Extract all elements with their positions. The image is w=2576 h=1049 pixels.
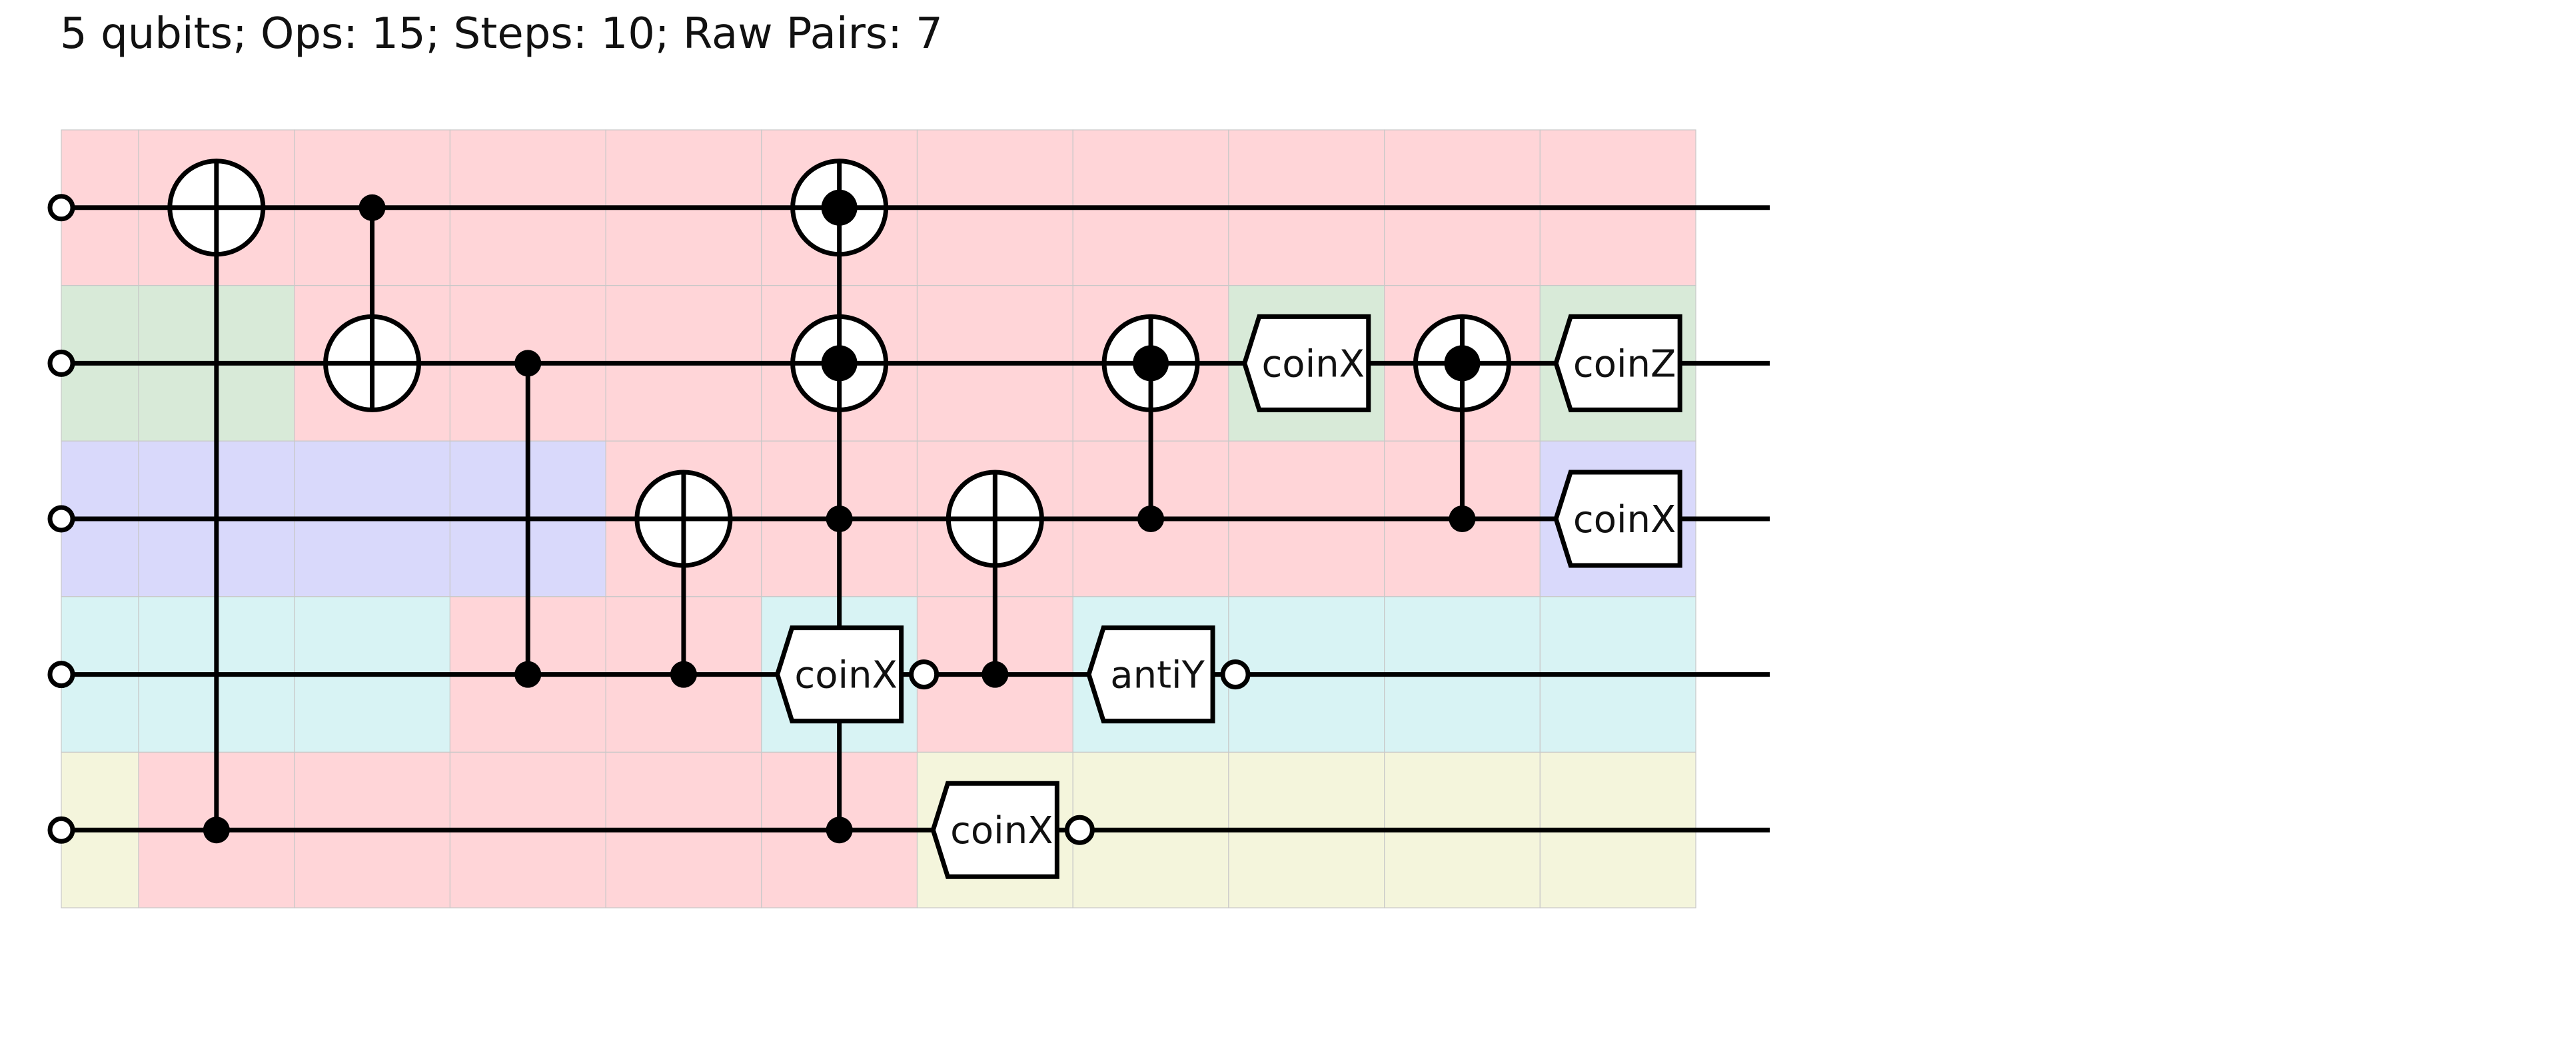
wire-start-terminal (47, 349, 75, 377)
gate-operation: coinX (930, 781, 1095, 879)
gate-operation: antiY (1086, 625, 1251, 724)
control-dot (1449, 506, 1476, 532)
gate-label: coinX (950, 809, 1053, 853)
gate-output-terminal (1064, 815, 1095, 845)
control-dot (514, 661, 542, 688)
wire-start-terminal (47, 661, 75, 689)
gate-output-terminal (909, 659, 940, 690)
gate-label: coinX (794, 654, 897, 697)
gate-label: antiY (1110, 654, 1205, 697)
target-center-dot (821, 189, 858, 226)
control-dot (514, 350, 542, 377)
gate-operation: coinX (1242, 314, 1371, 412)
gate-operation (1101, 314, 1200, 532)
gate-operation (946, 470, 1044, 688)
gate-label: coinX (1262, 342, 1365, 386)
control-dot (826, 817, 853, 844)
gate-operation (323, 194, 422, 412)
gate-operations: coinX coinX antiY coinX coinZ coinX (167, 159, 1682, 879)
control-dot (981, 661, 1009, 688)
gate-output-terminal (1220, 659, 1251, 690)
gate-box (1242, 314, 1371, 412)
gate-operation: coinX (774, 159, 940, 844)
wire-start-terminal (47, 816, 75, 844)
wire-start-terminal (47, 505, 75, 533)
gate-operation: coinX (1553, 470, 1682, 568)
gate-label: coinX (1573, 498, 1676, 541)
gate-box (1553, 470, 1682, 568)
gate-box (1086, 625, 1215, 724)
target-center-dot (1133, 345, 1169, 382)
control-dot (670, 661, 697, 688)
gate-box (930, 781, 1059, 879)
gate-label: coinZ (1573, 342, 1676, 386)
control-dot (826, 506, 853, 532)
target-center-dot (821, 345, 858, 382)
control-dot (1137, 506, 1165, 532)
gate-operation (514, 350, 542, 688)
gate-operation: coinZ (1553, 314, 1682, 412)
gate-operation (1413, 314, 1511, 532)
gate-operation (634, 470, 733, 688)
gate-box (774, 625, 904, 724)
gate-box (1553, 314, 1682, 412)
control-dot (203, 817, 230, 844)
target-center-dot (1444, 345, 1481, 382)
control-dot (358, 194, 386, 221)
gate-operation (167, 159, 266, 844)
diagram-title: 5 qubits; Ops: 15; Steps: 10; Raw Pairs:… (60, 9, 943, 59)
wire-start-terminal (47, 194, 75, 222)
